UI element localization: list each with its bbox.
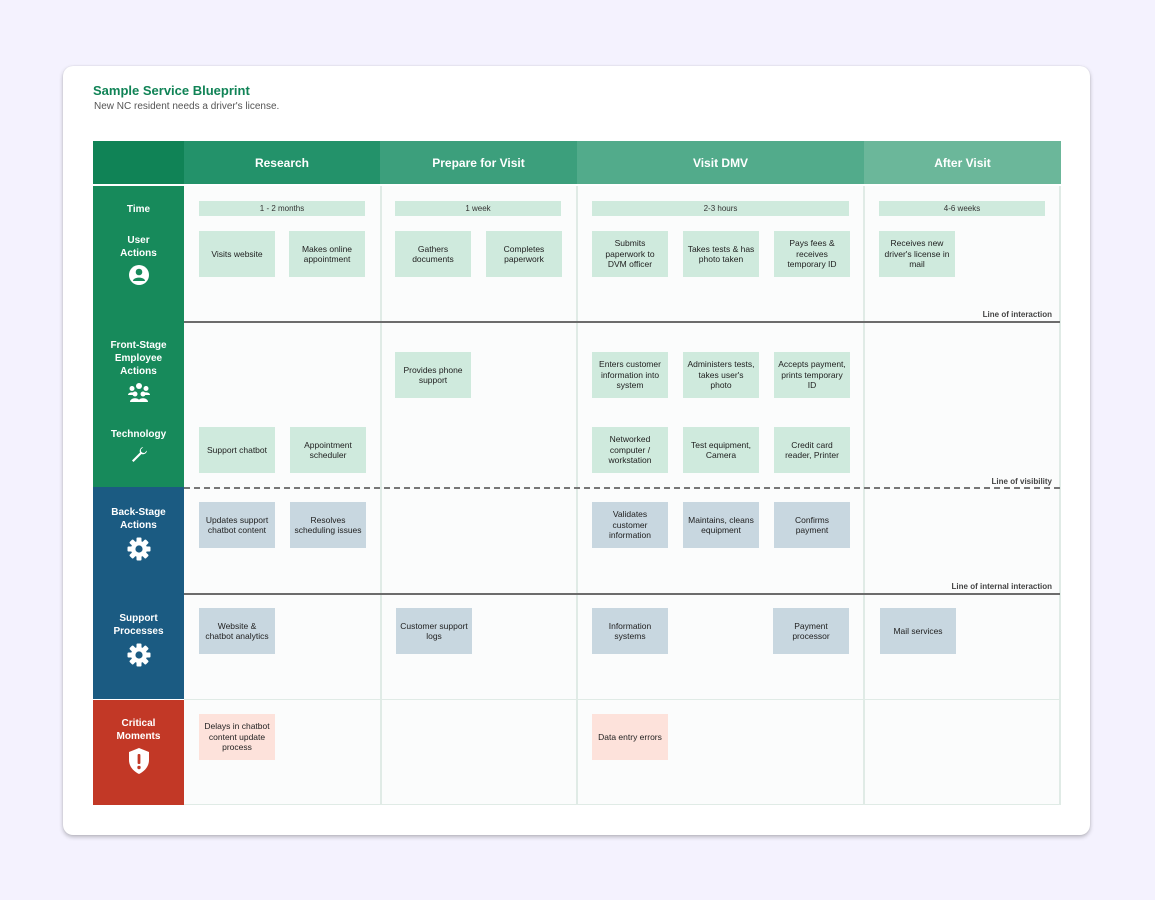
backstage-action-card: Confirms payment <box>774 502 850 548</box>
user-action-card: Gathers documents <box>395 231 471 277</box>
row-label-frontstage-group <box>93 186 184 487</box>
row-label-support: Support Processes <box>93 612 184 668</box>
row-label-backstage: Back-Stage Actions <box>93 506 184 562</box>
technology-card: Credit card reader, Printer <box>774 427 850 473</box>
user-icon <box>128 265 149 285</box>
user-action-card: Makes online appointment <box>289 231 365 277</box>
frontstage-action-card: Administers tests, takes user's photo <box>683 352 759 398</box>
user-action-card: Visits website <box>199 231 275 277</box>
critical-moment-card: Delays in chatbot content update process <box>199 714 275 760</box>
support-process-card: Customer support logs <box>396 608 472 654</box>
support-process-card: Information systems <box>592 608 668 654</box>
time-research: 1 - 2 months <box>199 201 365 216</box>
user-action-card: Submits paperwork to DVM officer <box>592 231 668 277</box>
column-header-research: Research <box>184 141 380 184</box>
time-prepare: 1 week <box>395 201 561 216</box>
line-of-internal-interaction <box>184 593 1060 595</box>
column-header-prepare: Prepare for Visit <box>380 141 577 184</box>
row-label-user-actions: User Actions <box>108 234 169 286</box>
column-header-corner <box>93 141 184 184</box>
row-label-technology: Technology <box>93 428 184 465</box>
line-of-interaction-label: Line of interaction <box>982 310 1052 319</box>
user-action-card: Takes tests & has photo taken <box>683 231 759 277</box>
gear-icon <box>127 643 150 667</box>
support-process-card: Payment processor <box>773 608 849 654</box>
frontstage-action-card: Enters customer information into system <box>592 352 668 398</box>
critical-moment-card: Data entry errors <box>592 714 668 760</box>
line-of-interaction <box>184 321 1060 323</box>
technology-card: Test equipment, Camera <box>683 427 759 473</box>
column-body-visit <box>578 186 863 805</box>
column-header-after: After Visit <box>864 141 1061 184</box>
column-divider <box>380 186 382 805</box>
support-process-card: Mail services <box>880 608 956 654</box>
backstage-action-card: Maintains, cleans equipment <box>683 502 759 548</box>
time-visit: 2-3 hours <box>592 201 849 216</box>
column-body-after <box>865 186 1060 805</box>
row-label-critical: Critical Moments <box>108 717 169 775</box>
page-title: Sample Service Blueprint <box>93 83 250 98</box>
technology-card: Appointment scheduler <box>290 427 366 473</box>
column-body-research <box>184 186 380 805</box>
frontstage-action-card: Accepts payment, prints temporary ID <box>774 352 850 398</box>
technology-card: Networked computer / workstation <box>592 427 668 473</box>
gear-icon <box>127 537 150 561</box>
people-icon <box>127 383 150 402</box>
user-action-card: Pays fees & receives temporary ID <box>774 231 850 277</box>
line-of-visibility <box>184 487 1060 489</box>
row-label-time: Time <box>126 204 151 215</box>
column-divider <box>576 186 578 805</box>
frontstage-action-card: Provides phone support <box>395 352 471 398</box>
row-divider <box>184 699 1060 700</box>
column-divider <box>1059 186 1061 805</box>
user-action-card: Completes paperwork <box>486 231 562 277</box>
column-divider <box>863 186 865 805</box>
backstage-action-card: Updates support chatbot content <box>199 502 275 548</box>
time-after: 4-6 weeks <box>879 201 1045 216</box>
row-divider <box>184 804 1060 805</box>
line-of-visibility-label: Line of visibility <box>991 477 1052 486</box>
row-label-frontstage: Front-Stage Employee Actions <box>108 339 169 404</box>
wrench-icon <box>131 447 147 462</box>
column-header-visit: Visit DMV <box>577 141 864 184</box>
shield-alert-icon <box>128 748 149 774</box>
line-of-internal-interaction-label: Line of internal interaction <box>951 582 1052 591</box>
user-action-card: Receives new driver's license in mail <box>879 231 955 277</box>
column-body-prepare <box>382 186 576 805</box>
backstage-action-card: Validates customer information <box>592 502 668 548</box>
page-subtitle: New NC resident needs a driver's license… <box>94 101 280 112</box>
technology-card: Support chatbot <box>199 427 275 473</box>
backstage-action-card: Resolves scheduling issues <box>290 502 366 548</box>
support-process-card: Website & chatbot analytics <box>199 608 275 654</box>
